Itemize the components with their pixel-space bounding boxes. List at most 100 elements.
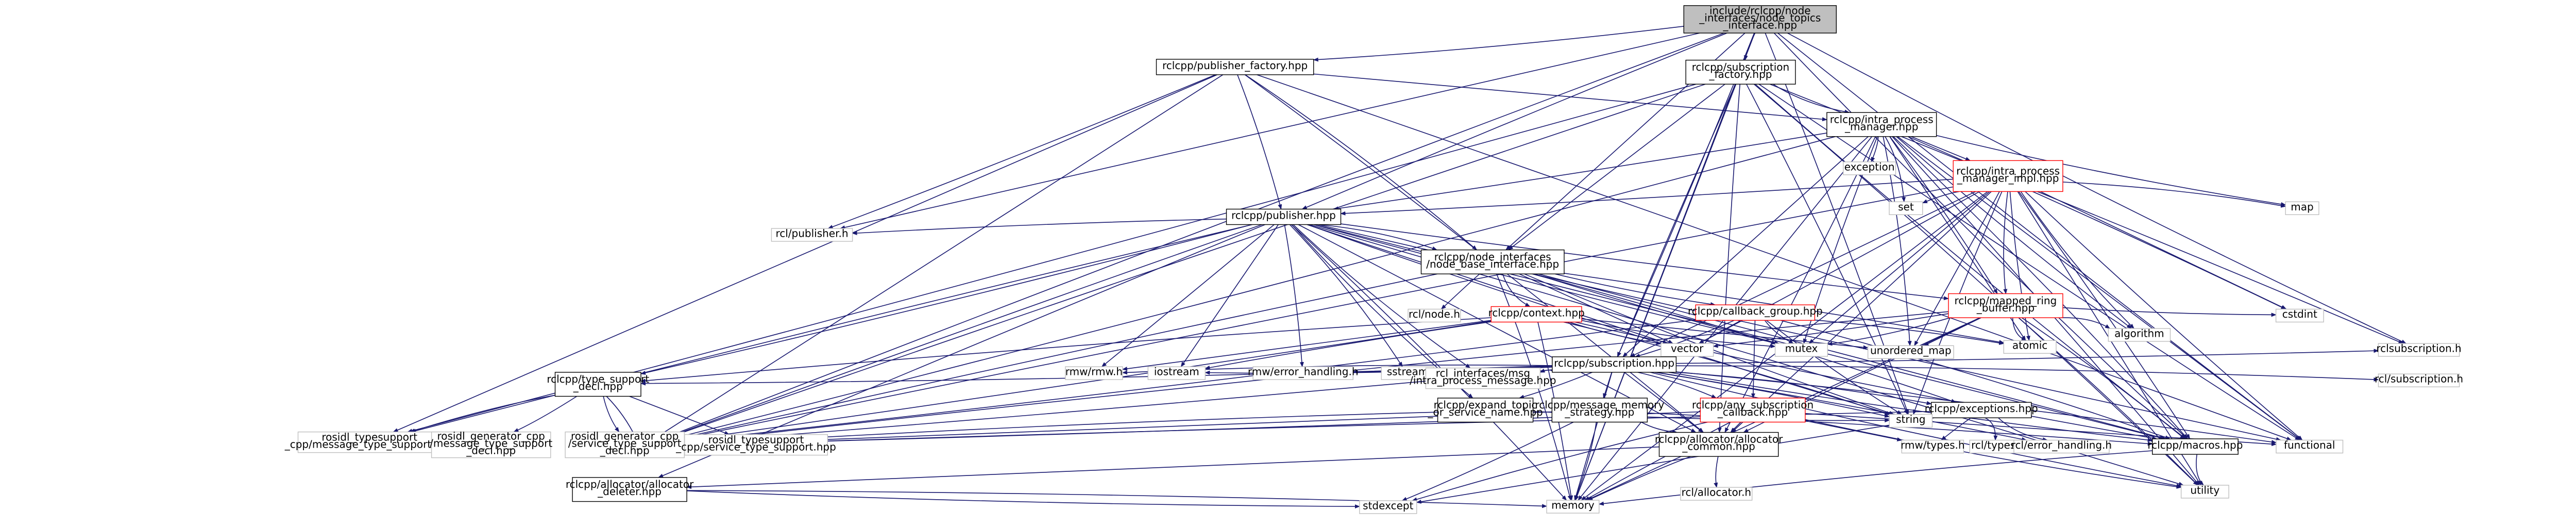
node-subfactory[interactable]: rclcpp/subscription_factory.hpp xyxy=(1685,59,1796,85)
node-label: _buffer.hpp xyxy=(1976,302,2035,314)
node-box xyxy=(1889,414,1933,428)
node-label: map xyxy=(2291,201,2313,213)
edge-ipm-to-mrb xyxy=(1889,136,1998,294)
edge-publisher-to-rclpub xyxy=(852,218,1227,236)
node-subscription[interactable]: rclcpp/subscription.hpp xyxy=(1552,356,1677,373)
edge-ipmimpl-to-macros xyxy=(2018,191,2191,439)
node-box xyxy=(1843,161,1896,175)
node-box xyxy=(2378,373,2460,387)
node-cbgroup[interactable]: rclcpp/callback_group.hpp xyxy=(1688,304,1823,321)
edge-anysub-to-memory xyxy=(1584,421,1731,501)
edge-subscription-to-rcltypesub xyxy=(1676,349,2379,364)
node-label: rosidl_typesupport xyxy=(321,431,417,443)
node-box xyxy=(2276,439,2344,454)
node-box xyxy=(1252,366,1354,380)
node-iostream: iostream xyxy=(1147,366,1206,380)
edge-subscription-to-visibility xyxy=(705,369,1552,443)
edge-allocommon-to-allodeleter xyxy=(686,446,1659,489)
node-unordered_map: unordered_map xyxy=(1867,344,1954,359)
node-label: utility xyxy=(2190,484,2219,496)
node-label: rclcpp/allocator/allocator xyxy=(1655,433,1783,446)
edge-context-to-mutex xyxy=(1581,320,1776,349)
node-label: _common.hpp xyxy=(1682,440,1755,453)
node-box xyxy=(1381,366,1434,380)
edge-context-to-visibility xyxy=(693,320,1492,440)
node-label: rclcpp/exceptions.hpp xyxy=(1925,402,2038,415)
node-exceptions[interactable]: rclcpp/exceptions.hpp xyxy=(1925,402,2038,418)
node-label: _interface.hpp xyxy=(1722,19,1797,31)
node-box xyxy=(2378,343,2460,357)
edge-nbi-to-rclnode xyxy=(1440,273,1480,310)
edge-ipm-to-exception xyxy=(1871,136,1879,162)
edge-publisher-to-vector xyxy=(1307,224,1668,344)
edge-publisher-to-string xyxy=(1307,224,1892,415)
node-pubfactory[interactable]: rclcpp/publisher_factory.hpp xyxy=(1156,59,1314,75)
node-box xyxy=(572,477,687,502)
edge-publisher-to-iostream xyxy=(1180,224,1279,367)
edge-context-to-iostream xyxy=(1205,321,1492,370)
edge-root-to-publisher xyxy=(1301,32,1727,210)
edge-root-to-functional xyxy=(1777,32,2302,441)
edge-ipmimpl-to-cstdint xyxy=(2040,191,2287,310)
edge-publisher-to-rosidl_msg xyxy=(411,224,1252,433)
node-box xyxy=(1660,343,1714,357)
edge-publisher-to-rclif xyxy=(1293,224,1471,369)
edge-pubfactory-to-ipm xyxy=(1313,73,1827,122)
node-root[interactable]: include/rclcpp/node_interfaces/node_topi… xyxy=(1683,4,1837,34)
edge-anysub-to-stdexcept xyxy=(1412,421,1708,502)
edge-mrb-to-cstdint xyxy=(2062,307,2277,317)
node-sstream: sstream xyxy=(1381,366,1434,380)
edge-ipmimpl-to-mrb xyxy=(2003,191,2008,294)
edge-mrb-to-atomic xyxy=(2012,318,2027,341)
node-ipmimpl[interactable]: rclcpp/intra_process_manager_impl.hpp xyxy=(1953,160,2063,192)
node-expanded[interactable]: rclcpp/expand_topic_or_service_name.hpp xyxy=(1427,398,1543,423)
edge-ipm-to-visibility xyxy=(671,136,1836,440)
edge-context-to-rmwtime xyxy=(1122,320,1492,371)
edge-typesupport-to-rosidl_gen_msg xyxy=(513,396,578,433)
node-label: rcl/publisher.h xyxy=(775,227,848,239)
node-box xyxy=(2180,485,2229,499)
node-box xyxy=(1437,398,1534,423)
node-allocommon[interactable]: rclcpp/allocator/allocator_common.hpp xyxy=(1655,432,1783,457)
node-typesupport[interactable]: rclcpp/type_support_decl.hpp xyxy=(547,372,649,397)
edge-subfactory-to-string xyxy=(1746,84,1908,415)
node-label: rclcpp/expand_topic xyxy=(1434,399,1537,411)
edge-exceptions-to-rclerr xyxy=(1998,417,2048,442)
node-box xyxy=(1680,487,1753,501)
edge-ipmimpl-to-mutex xyxy=(1808,191,1990,344)
node-msgmem[interactable]: rclcpp/message_memory_strategy.hpp xyxy=(1535,398,1665,423)
edge-root-to-visibility xyxy=(662,32,1724,439)
node-label: functional xyxy=(2284,439,2335,451)
node-label: rcl/error_handling.h xyxy=(2011,439,2112,451)
node-label: rclcpp/context.hpp xyxy=(1488,306,1585,319)
node-label: /message_type_support xyxy=(430,437,552,450)
node-label: include/rclcpp/node xyxy=(1709,4,1811,17)
edge-msgmem-to-memory xyxy=(1574,422,1597,501)
node-label: rcl/node.h xyxy=(1409,308,1460,320)
edge-mrb-to-utility xyxy=(2018,317,2199,486)
edge-mrb-to-vector xyxy=(1713,313,1949,348)
node-context[interactable]: rclcpp/context.hpp xyxy=(1488,306,1585,323)
node-allodeleter[interactable]: rclcpp/allocator/allocator_deleter.hpp xyxy=(566,477,694,502)
edge-subfactory-to-functional xyxy=(1758,84,2300,441)
node-box xyxy=(297,431,442,453)
node-rclpub: rcl/publisher.h xyxy=(771,227,853,242)
node-label: rclcpp/mapped_ring xyxy=(1955,294,2057,307)
edge-ipmimpl-to-publisher xyxy=(1340,178,1954,216)
node-mrb[interactable]: rclcpp/mapped_ring_buffer.hpp xyxy=(1948,293,2063,318)
edge-allodeleter-to-stdexcept xyxy=(687,490,1360,509)
node-publisher[interactable]: rclcpp/publisher.hpp xyxy=(1226,208,1342,225)
node-ipm[interactable]: rclcpp/intra_process_manager.hpp xyxy=(1826,112,1937,137)
node-box xyxy=(1700,398,1806,423)
node-anysub[interactable]: rclcpp/any_subscription_callback.hpp xyxy=(1692,398,1814,423)
node-label: rclcpp/any_subscription xyxy=(1692,399,1814,411)
node-macros[interactable]: rclcpp/macros.hpp xyxy=(2147,438,2243,455)
node-vector: vector xyxy=(1660,342,1714,357)
node-nbi[interactable]: rclcpp/node_interfaces/node_base_interfa… xyxy=(1420,249,1565,274)
node-box xyxy=(2152,438,2239,455)
node-label: /intra_process_message.hpp xyxy=(1410,374,1556,387)
edge-anysub-to-allocommon xyxy=(1730,421,1741,433)
edge-nbi-to-vector xyxy=(1519,273,1674,344)
node-box xyxy=(1658,432,1779,457)
